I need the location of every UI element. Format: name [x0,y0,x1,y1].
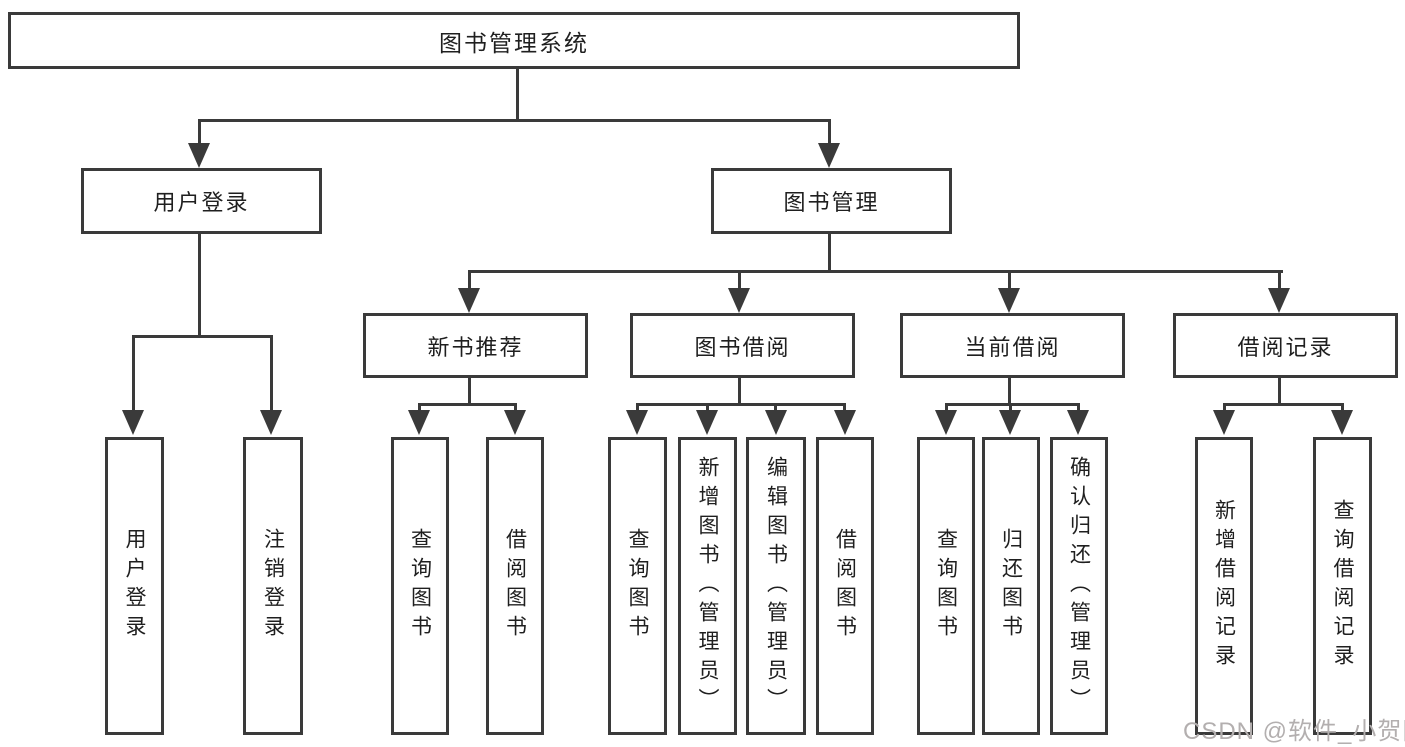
connector-borrow-records-stem [1278,377,1281,405]
leaf-query-books-borrow: 查询图书 [608,437,667,735]
watermark: CSDN @软件_小贺同学 [1183,718,1405,745]
connector-new-book-rail [418,403,517,406]
arrowhead-g3-confirm-return [1067,410,1089,435]
arrowhead-current-borrow [998,288,1020,313]
leaf-edit-book-admin: 编辑图书（管理员） [746,437,806,735]
arrowhead-g1-query-books [408,410,430,435]
arrowhead-new-book [458,288,480,313]
leaf-label: 查询图书 [934,528,958,644]
arrowhead-book-borrow [728,288,750,313]
leaf-add-borrow-record: 新增借阅记录 [1195,437,1253,735]
connector-to-user-login [198,121,201,145]
node-book-management: 图书管理 [711,168,952,234]
arrowhead-user-login [188,143,210,168]
arrowhead-g4-query-record [1331,410,1353,435]
arrowhead-g3-query-books [935,410,957,435]
arrowhead-book-management [818,143,840,168]
leaf-label: 注销登录 [261,528,285,644]
leaf-confirm-return-admin: 确认归还（管理员） [1050,437,1108,735]
node-borrow-records: 借阅记录 [1173,313,1398,378]
node-library-management-system: 图书管理系统 [8,12,1020,69]
arrowhead-g2-borrow-books [834,410,856,435]
leaf-label: 查询借阅记录 [1331,499,1354,673]
leaf-borrow-books-recommend: 借阅图书 [486,437,544,735]
arrowhead-g2-edit-book [765,410,787,435]
connector-level3-rail [468,270,1283,273]
leaf-query-borrow-record: 查询借阅记录 [1313,437,1372,735]
connector-g1-a [418,405,421,412]
arrowhead-leaf-user-login [122,410,144,435]
connector-g2-a [636,405,639,412]
leaf-query-books-current: 查询图书 [917,437,975,735]
connector-to-book-borrow [738,272,741,290]
connector-book-borrow-stem [738,377,741,405]
leaf-label: 用户登录 [123,528,146,644]
connector-level2-rail [198,119,831,122]
connector-borrow-records-rail [1223,403,1344,406]
connector-g3-a [945,405,948,412]
node-user-login: 用户登录 [81,168,322,234]
node-new-book-recommend: 新书推荐 [363,313,588,378]
arrowhead-g3-return-books [999,410,1021,435]
leaf-label: 归还图书 [999,528,1023,644]
connector-to-new-book [468,272,471,290]
leaf-label: 新增图书（管理员） [696,455,719,717]
connector-book-management-stem [828,233,831,272]
leaf-label: 编辑图书（管理员） [764,455,788,717]
connector-g1-b [514,405,517,412]
leaf-return-books: 归还图书 [982,437,1040,735]
connector-g2-c [774,405,777,412]
connector-current-borrow-stem [1008,377,1011,405]
leaf-query-books-recommend: 查询图书 [391,437,449,735]
leaf-borrow-books: 借阅图书 [816,437,874,735]
leaf-label: 借阅图书 [503,528,527,644]
connector-to-current-borrow [1008,272,1011,290]
connector-g3-b [1009,405,1012,412]
arrowhead-g2-query-books [626,410,648,435]
connector-g3-c [1077,405,1080,412]
arrowhead-g4-add-record [1213,410,1235,435]
arrowhead-borrow-records [1268,288,1290,313]
connector-g2-b [706,405,709,412]
node-current-borrow: 当前借阅 [900,313,1125,378]
leaf-user-login: 用户登录 [105,437,164,735]
connector-g4-a [1223,405,1226,412]
connector-root-stem [516,68,519,121]
leaf-label: 借阅图书 [833,528,857,644]
connector-user-login-rail [132,335,273,338]
connector-g2-d [843,405,846,412]
node-book-borrow: 图书借阅 [630,313,855,378]
arrowhead-leaf-logout [260,410,282,435]
connector-g4-b [1341,405,1344,412]
connector-user-login-stem [198,233,201,337]
leaf-label: 确认归还（管理员） [1067,455,1091,717]
connector-to-book-management [828,121,831,145]
leaf-label: 新增借阅记录 [1212,499,1236,673]
connector-book-borrow-rail [636,403,846,406]
connector-new-book-stem [468,377,471,405]
connector-to-leaf-user-login [132,337,135,411]
leaf-add-book-admin: 新增图书（管理员） [678,437,737,735]
arrowhead-g2-add-book [696,410,718,435]
connector-to-leaf-logout [270,337,273,411]
leaf-label: 查询图书 [626,528,649,644]
leaf-label: 查询图书 [408,528,432,644]
leaf-logout: 注销登录 [243,437,303,735]
arrowhead-g1-borrow-books [504,410,526,435]
connector-current-borrow-rail [945,403,1080,406]
connector-to-borrow-records [1278,272,1281,290]
